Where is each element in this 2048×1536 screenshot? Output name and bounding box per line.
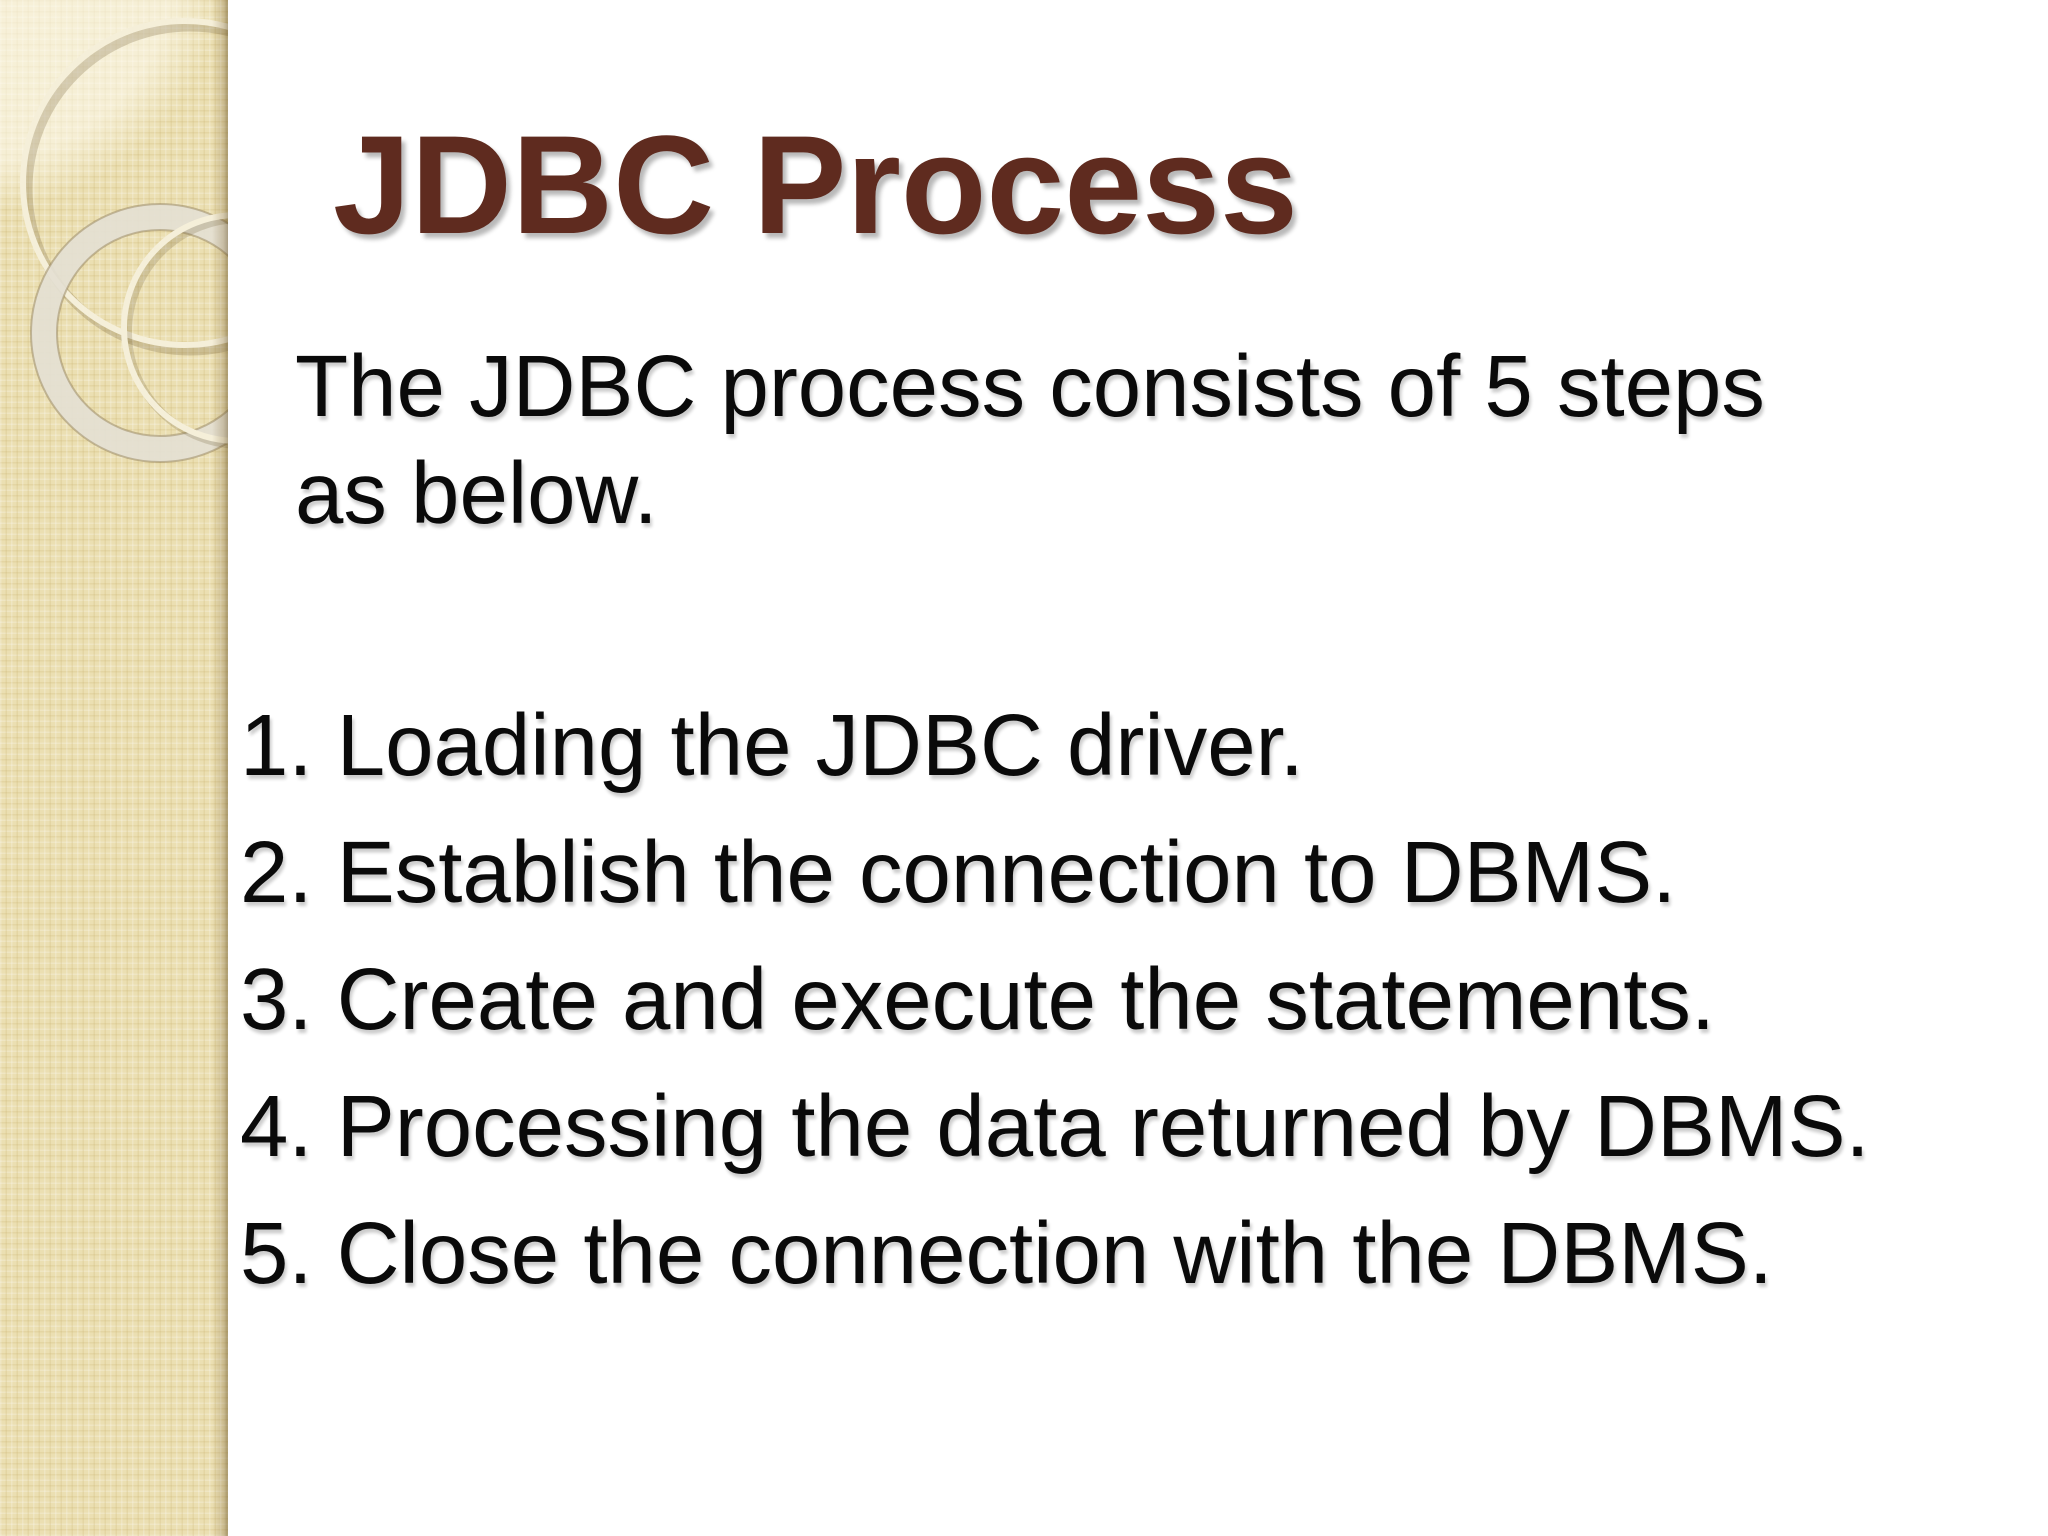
thick-ring (31, 204, 228, 462)
list-item: 5. Close the connection with the DBMS. (240, 1205, 1773, 1302)
list-item: 2. Establish the connection to DBMS. (240, 824, 1677, 921)
list-item: 3. Create and execute the statements. (240, 951, 1716, 1048)
thick-ring-outer-line (30, 203, 228, 463)
thin-circle2 (121, 212, 228, 444)
list-item: 4. Processing the data returned by DBMS. (240, 1078, 1870, 1175)
intro-paragraph: The JDBC process consists of 5 steps as … (295, 333, 1765, 547)
page-title: JDBC Process (333, 106, 1298, 263)
sidebar-edge-shadow (212, 0, 228, 1536)
thin-circle-shadow (23, 22, 228, 356)
light-corner-circle (0, 0, 225, 212)
sidebar-decoration (0, 0, 228, 1536)
intro-line: The JDBC process consists of 5 steps (295, 338, 1765, 435)
intro-line: as below. (295, 445, 658, 542)
decorative-circles (0, 0, 228, 463)
thick-ring-inner-line (56, 229, 228, 437)
list-item: 1. Loading the JDBC driver. (240, 697, 1304, 794)
thin-circle2-shadow (124, 215, 228, 449)
thin-circle (20, 18, 228, 348)
steps-list: 1. Loading the JDBC driver. 2. Establish… (240, 682, 1870, 1317)
